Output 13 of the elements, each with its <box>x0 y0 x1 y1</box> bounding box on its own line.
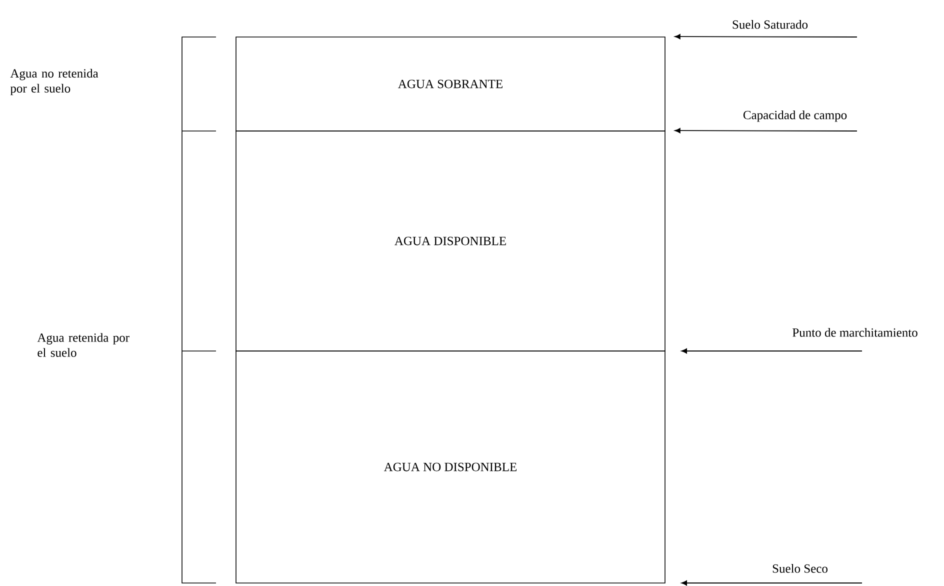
arrow <box>674 34 858 40</box>
level-label: Suelo Seco <box>772 564 828 573</box>
level-label: Capacidad de campo <box>743 110 847 122</box>
arrow <box>674 128 858 134</box>
water-zone-box: AGUA NO DISPONIBLE <box>236 350 666 584</box>
arrow <box>681 348 862 354</box>
bracket-label: Agua retenida por el suelo <box>37 333 130 357</box>
water-zone-box: AGUA SOBRANTE <box>236 36 666 132</box>
bracket-label: Agua no retenida por el suelo <box>10 68 98 96</box>
level-label: Suelo Saturado <box>732 20 808 29</box>
water-zone-box: AGUA DISPONIBLE <box>236 130 666 352</box>
level-label: Punto de marchitamiento <box>792 328 918 337</box>
arrow <box>681 580 862 586</box>
